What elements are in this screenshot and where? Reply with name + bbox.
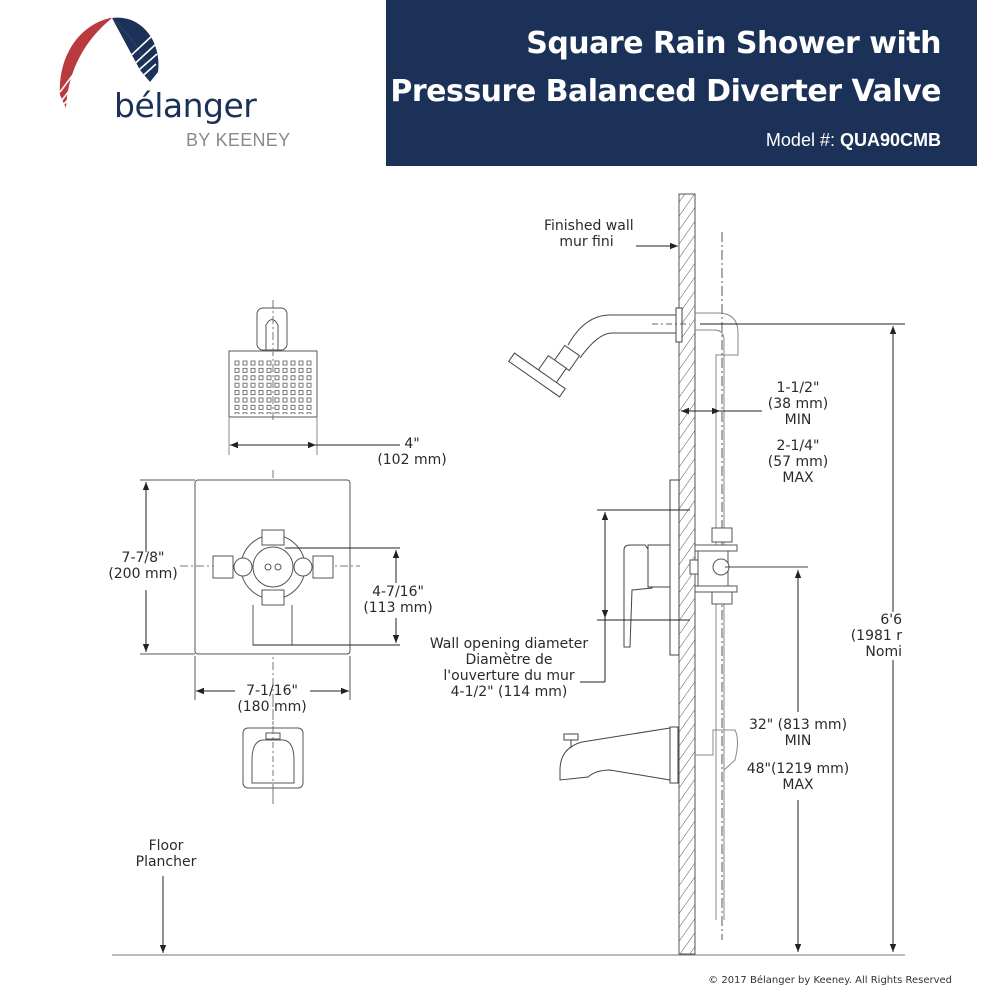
tub-spout-front [242,700,304,805]
brand-logo-mark [59,17,159,108]
label-line: 48"(1219 mm) [746,761,850,777]
header-banner: Square Rain Shower with Pressure Balance… [386,0,977,166]
showerhead-width-label: 4" (102 mm) [362,436,462,468]
supply-pipe [695,232,739,940]
wall-opening-label: Wall opening diameter Diamètre de l'ouve… [416,636,602,700]
label-line: Nomi [865,644,902,660]
label-line: MIN [784,412,812,428]
brand-subtitle: BY KEENEY [186,130,291,150]
label-line: (57 mm) [767,454,829,470]
finished-wall-label: Finished wall mur fini [544,218,634,250]
label-line: (102 mm) [377,452,447,468]
label-line: (200 mm) [108,566,178,582]
label-line: (38 mm) [767,396,829,412]
shower-arm-side [508,307,690,398]
valve-height-max-label: 48"(1219 mm) MAX [738,761,858,793]
label-line: 4-7/16" [372,584,424,600]
label-line: MAX [782,470,814,486]
label-line: mur fini [559,234,614,250]
label-line: Wall opening diameter [429,636,589,652]
shower-height-dimension [700,323,905,952]
label-line: Finished wall [544,218,634,234]
tub-spout [559,726,679,784]
showerhead-front [228,300,318,455]
depth-max-label: 2-1/4" (57 mm) MAX [756,438,840,486]
label-line: MAX [782,777,814,793]
valve-body-side [689,527,738,605]
valve-offset-dimension [253,547,400,646]
brand-name: bélanger [114,86,257,125]
valve-body-front [212,529,334,646]
label-line: 7-7/8" [121,550,165,566]
label-line: (113 mm) [363,600,433,616]
valve-offset-label: 4-7/16" (113 mm) [356,584,440,616]
product-title-line2: Pressure Balanced Diverter Valve [390,74,941,109]
trim-plate-front [140,479,360,700]
model-number: Model #: QUA90CMB [766,130,941,151]
label-line: Diamètre de [465,652,553,668]
label-line: 4-1/2" (114 mm) [450,684,568,700]
copyright-notice: © 2017 Bélanger by Keeney. All Rights Re… [708,975,952,986]
wall-opening-dimension [580,509,690,683]
trim-height-label: 7-7/8" (200 mm) [98,550,188,582]
model-label: Model #: [765,130,835,150]
valve-height-min-label: 32" (813 mm) MIN [738,717,858,749]
label-line: Floor [148,838,184,854]
label-line: MIN [784,733,812,749]
label-line: 6'6 [880,612,902,628]
floor-label: Floor Plancher [128,838,204,870]
label-line: 32" (813 mm) [748,717,848,733]
product-title-line1: Square Rain Shower with [526,26,941,61]
label-line: 1-1/2" [776,380,820,396]
depth-min-label: 1-1/2" (38 mm) MIN [756,380,840,428]
model-value: QUA90CMB [839,130,941,150]
label-line: (1981 r [850,628,902,644]
label-line: 2-1/4" [776,438,820,454]
label-line: l'ouverture du mur [443,668,575,684]
label-line: 7-1/16" [246,683,298,699]
valve-trim-side [623,479,680,656]
trim-width-label: 7-1/16" (180 mm) [222,683,322,715]
label-line: 4" [404,436,420,452]
shower-height-label: 6'6 (1981 r Nomi [838,612,902,660]
label-line: (180 mm) [237,699,307,715]
label-line: Plancher [135,854,197,870]
